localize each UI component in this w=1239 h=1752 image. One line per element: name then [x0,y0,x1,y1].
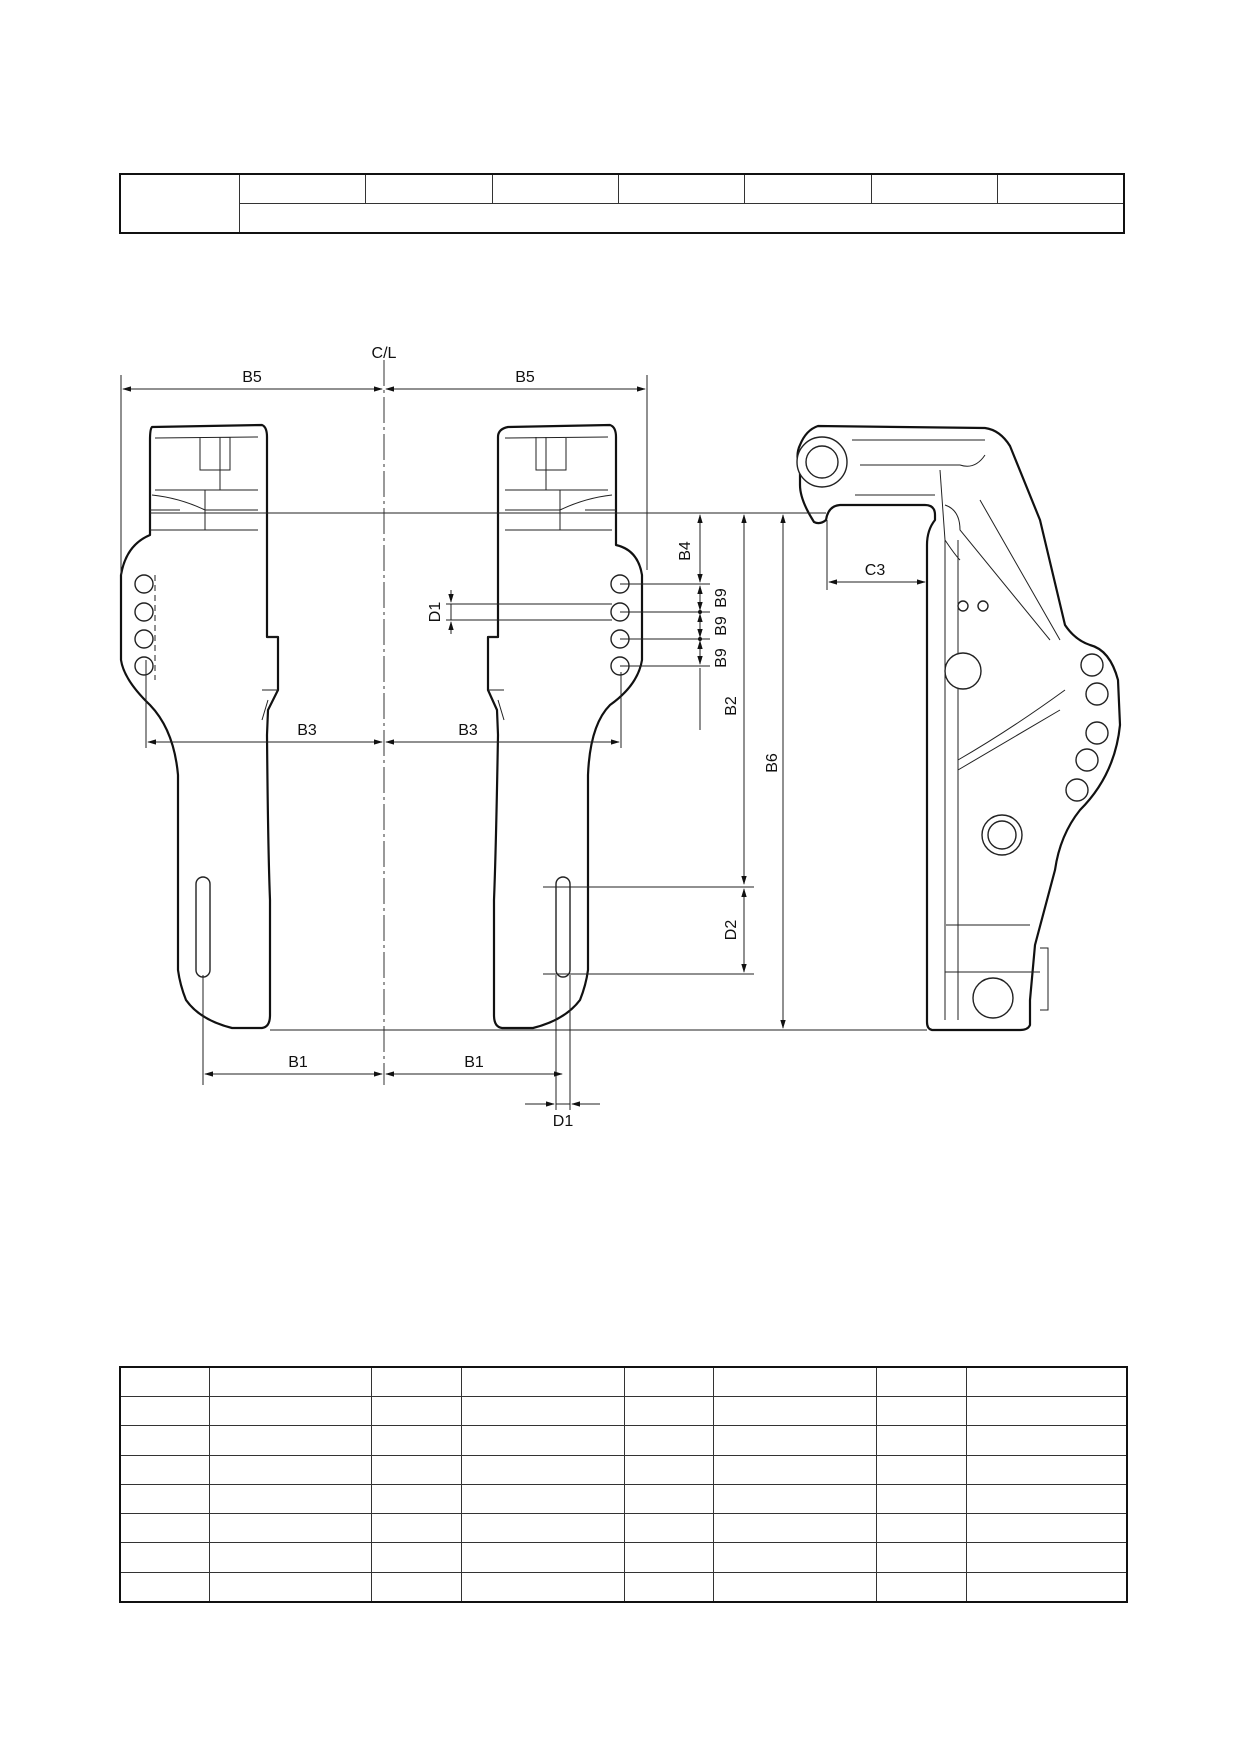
side-view-fork-arm [796,424,1122,1032]
table-row [120,203,1125,234]
table-row [119,1513,1128,1544]
table-cell [365,173,493,204]
table-row [119,173,1125,234]
table-cell [119,173,240,234]
pin-hole [1075,748,1099,772]
table-row [119,1425,1128,1456]
dim-b3-right: B3 [458,722,478,739]
pin-hole [1065,778,1089,802]
pin-hole [134,602,154,622]
table-cell [618,173,746,204]
pin-hole [134,629,154,649]
centerline-label: C/L [372,345,397,362]
dim-b9-c: B9 [713,648,730,668]
dim-b5-right: B5 [515,369,535,386]
dim-b5-left: B5 [242,369,262,386]
pin-hole [1085,721,1109,745]
dim-d2: D2 [723,920,740,941]
dim-d1-vertical: D1 [427,602,444,623]
table-cell [239,203,1125,234]
table-row [119,1542,1128,1573]
table-row [119,1571,1128,1603]
table-cell [870,173,999,204]
dim-c3: C3 [865,562,886,579]
table-cell [744,173,872,204]
dim-b4: B4 [677,541,694,561]
left-fork-arm [119,423,280,1030]
middle-fork-arm [486,423,644,1030]
dim-b9-a: B9 [713,588,730,608]
dim-d1-bottom: D1 [553,1113,574,1130]
pin-hole [134,656,154,676]
bottom-spec-table [119,1366,1128,1603]
dim-b1-right: B1 [464,1054,484,1071]
top-spec-table [119,173,1125,234]
dim-b3-left: B3 [297,722,317,739]
pin-hole [1085,682,1109,706]
table-cell [491,173,620,204]
dim-b1-left: B1 [288,1054,308,1071]
pin-hole [1080,653,1104,677]
dim-b9-b: B9 [713,616,730,636]
dim-b6: B6 [764,753,781,773]
pin-hole [134,574,154,594]
table-row [119,1396,1128,1427]
table-row [119,1366,1128,1398]
table-row [119,1454,1128,1485]
dim-b2: B2 [723,696,740,716]
table-row [119,1483,1128,1515]
